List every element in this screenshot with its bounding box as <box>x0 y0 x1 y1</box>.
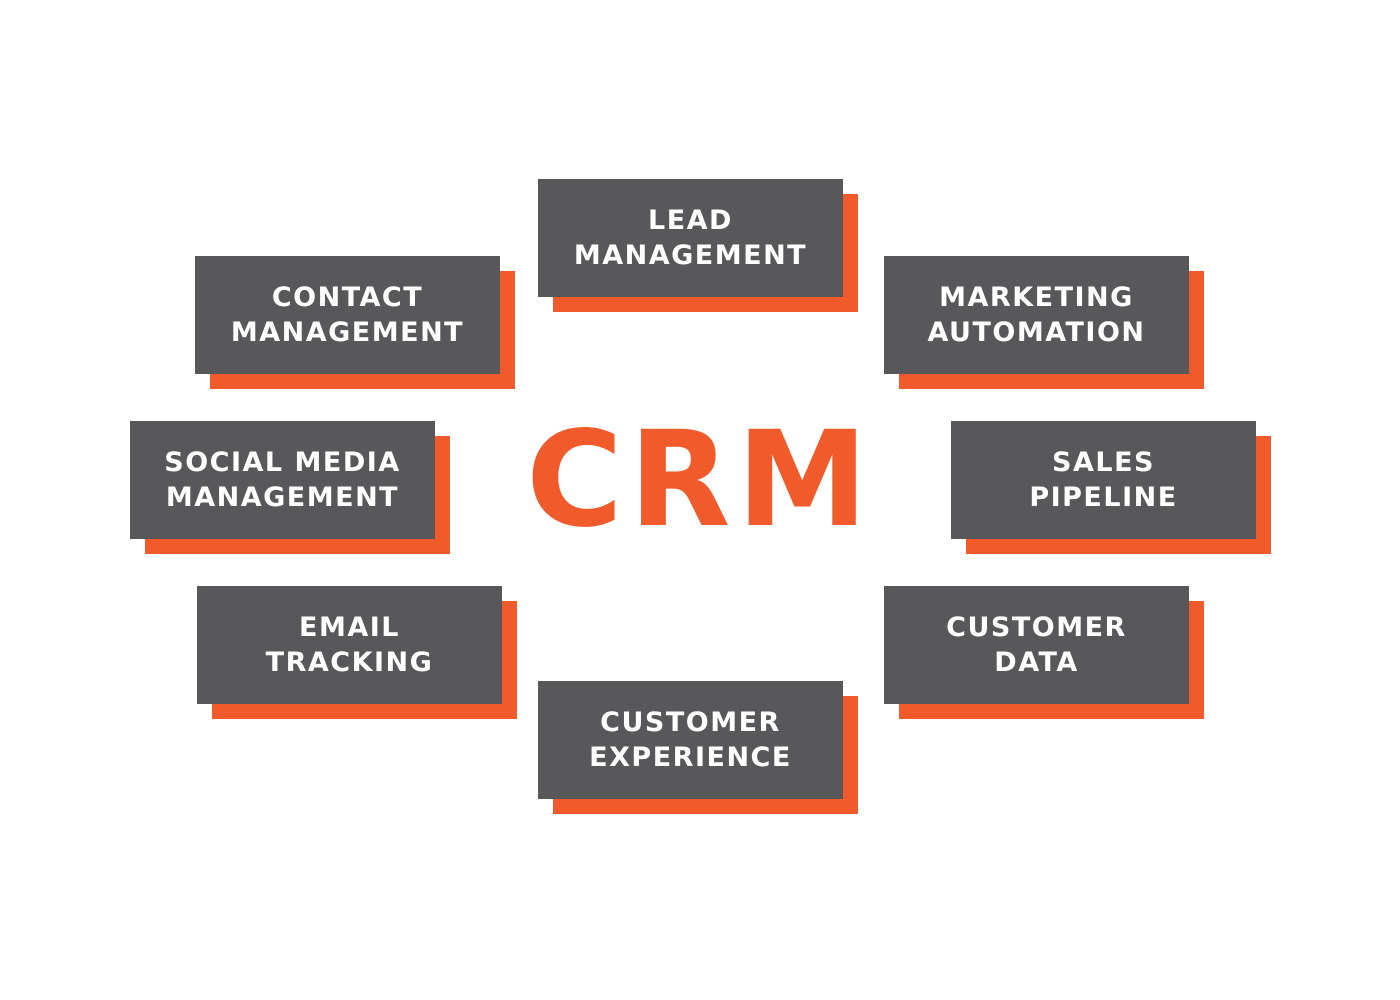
card-lead-management: LEAD MANAGEMENT <box>538 179 858 312</box>
card-marketing-automation: MARKETING AUTOMATION <box>884 256 1204 389</box>
card-label-line2: PIPELINE <box>1029 482 1178 513</box>
card-face: CUSTOMER EXPERIENCE <box>538 681 843 799</box>
center-title: CRM <box>526 403 874 557</box>
card-label-line1: CUSTOMER <box>946 612 1127 643</box>
card-face: CUSTOMER DATA <box>884 586 1189 704</box>
card-label-line2: MANAGEMENT <box>230 317 465 348</box>
card-label-line2: DATA <box>994 647 1079 678</box>
card-label-line1: CUSTOMER <box>600 707 781 738</box>
card-label-line2: MANAGEMENT <box>165 482 400 513</box>
card-face: EMAIL TRACKING <box>197 586 502 704</box>
card-face: SOCIAL MEDIA MANAGEMENT <box>130 421 435 539</box>
card-label-line2: TRACKING <box>265 647 434 678</box>
card-sales-pipeline: SALES PIPELINE <box>951 421 1271 554</box>
card-label-line2: EXPERIENCE <box>589 742 792 773</box>
card-face: LEAD MANAGEMENT <box>538 179 843 297</box>
card-contact-management: CONTACT MANAGEMENT <box>195 256 515 389</box>
card-label-line2: MANAGEMENT <box>573 240 808 271</box>
card-face: CONTACT MANAGEMENT <box>195 256 500 374</box>
card-label-line2: AUTOMATION <box>927 317 1146 348</box>
card-email-tracking: EMAIL TRACKING <box>197 586 517 719</box>
card-customer-data: CUSTOMER DATA <box>884 586 1204 719</box>
card-customer-experience: CUSTOMER EXPERIENCE <box>538 681 858 814</box>
card-label-line1: MARKETING <box>939 282 1134 313</box>
card-label-line1: CONTACT <box>271 282 424 313</box>
card-social-media-management: SOCIAL MEDIA MANAGEMENT <box>130 421 450 554</box>
card-label-line1: SALES <box>1052 447 1155 478</box>
card-label-line1: EMAIL <box>299 612 400 643</box>
card-face: SALES PIPELINE <box>951 421 1256 539</box>
card-face: MARKETING AUTOMATION <box>884 256 1189 374</box>
card-label-line1: LEAD <box>648 205 733 236</box>
card-label-line1: SOCIAL MEDIA <box>164 447 401 478</box>
